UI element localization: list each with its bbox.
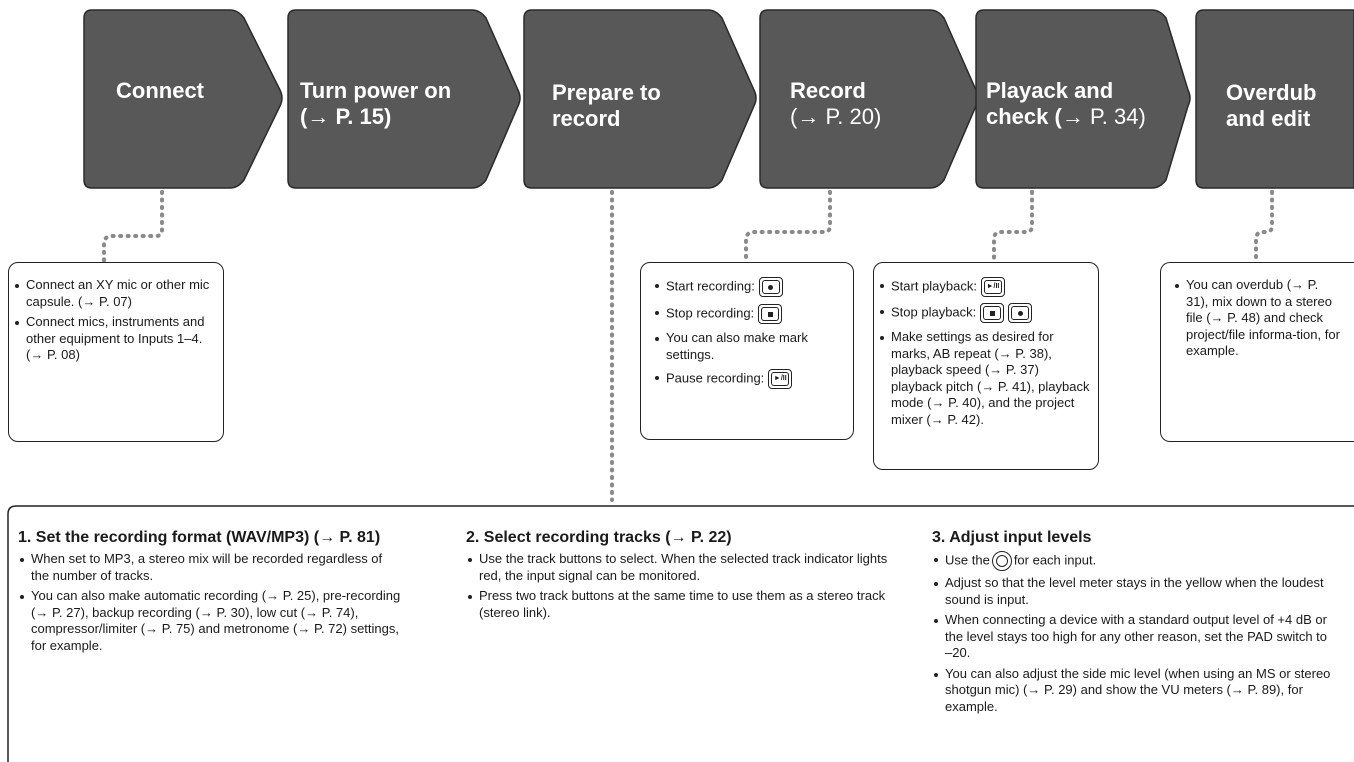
- stop-button-icon: [980, 303, 1005, 323]
- prepare-column-tracks: 2. Select recording tracks (→ P. 22) Use…: [466, 528, 910, 625]
- step-connect-label: Connect: [116, 78, 204, 103]
- record-button-icon: [1008, 303, 1033, 323]
- step-record-label: Record (→ P. 20): [790, 78, 882, 129]
- record-box: Start recording: Stop recording: You can…: [640, 262, 854, 440]
- list-item: When set to MP3, a stereo mix will be re…: [18, 551, 402, 584]
- list-item: Stop recording:: [653, 304, 845, 324]
- list-item: Make settings as desired for marks, AB r…: [878, 329, 1090, 428]
- step-prepare-label: Prepare to record: [552, 80, 661, 131]
- connect-box: Connect an XY mic or other mic capsule. …: [8, 262, 224, 442]
- list-item: Stop playback:: [878, 303, 1090, 323]
- overdub-box: You can overdub (→ P. 31), mix down to a…: [1160, 262, 1354, 442]
- step-arrow-record: [759, 9, 979, 189]
- connector-record: [744, 190, 832, 264]
- prepare-column-format: 1. Set the recording format (WAV/MP3) (→…: [18, 528, 402, 658]
- list-item: Press two track buttons at the same time…: [466, 588, 910, 621]
- gain-knob-icon: [991, 551, 1012, 571]
- prepare-frame: [7, 505, 1354, 762]
- step-power-label: Turn power on (→ P. 15): [300, 78, 452, 129]
- connector-overdub: [1254, 190, 1274, 264]
- record-button-icon: [758, 277, 783, 297]
- list-item: Connect mics, instruments and other equi…: [13, 314, 213, 364]
- step-arrow-connect: [83, 9, 283, 189]
- playback-box: Start playback:►/II Stop playback: Make …: [873, 262, 1099, 470]
- step-arrow-power: [287, 9, 521, 189]
- list-item: Adjust so that the level meter stays in …: [932, 575, 1332, 608]
- list-item: Pause recording:►/II: [653, 369, 845, 389]
- play-pause-button-icon: ►/II: [768, 369, 793, 389]
- step-arrow-playback: [975, 9, 1191, 189]
- levels-heading: 3. Adjust input levels: [932, 529, 1092, 546]
- list-item: You can also make mark settings.: [653, 330, 845, 363]
- step-arrow-prepare: [523, 9, 757, 189]
- format-heading: 1. Set the recording format (WAV/MP3) (→…: [18, 529, 381, 546]
- list-item: Start recording:: [653, 277, 845, 297]
- step-playback-label: Playack and check (→ P. 34): [986, 78, 1146, 129]
- play-pause-button-icon: ►/II: [981, 277, 1005, 297]
- stop-button-icon: [758, 304, 783, 324]
- list-item: You can also adjust the side mic level (…: [932, 666, 1332, 716]
- list-item: When connecting a device with a standard…: [932, 612, 1332, 662]
- connector-playback: [992, 190, 1034, 264]
- tracks-heading: 2. Select recording tracks (→ P. 22): [466, 529, 732, 546]
- step-arrow-overdub: [1195, 9, 1354, 189]
- list-item: Use the track buttons to select. When th…: [466, 551, 910, 584]
- step-overdub-label: Overdub and edit: [1226, 80, 1317, 131]
- list-item: Connect an XY mic or other mic capsule. …: [13, 277, 213, 310]
- list-item: You can also make automatic recording (→…: [18, 588, 402, 654]
- list-item: You can overdub (→ P. 31), mix down to a…: [1173, 277, 1344, 360]
- connector-connect: [102, 190, 164, 264]
- list-item: Start playback:►/II: [878, 277, 1090, 297]
